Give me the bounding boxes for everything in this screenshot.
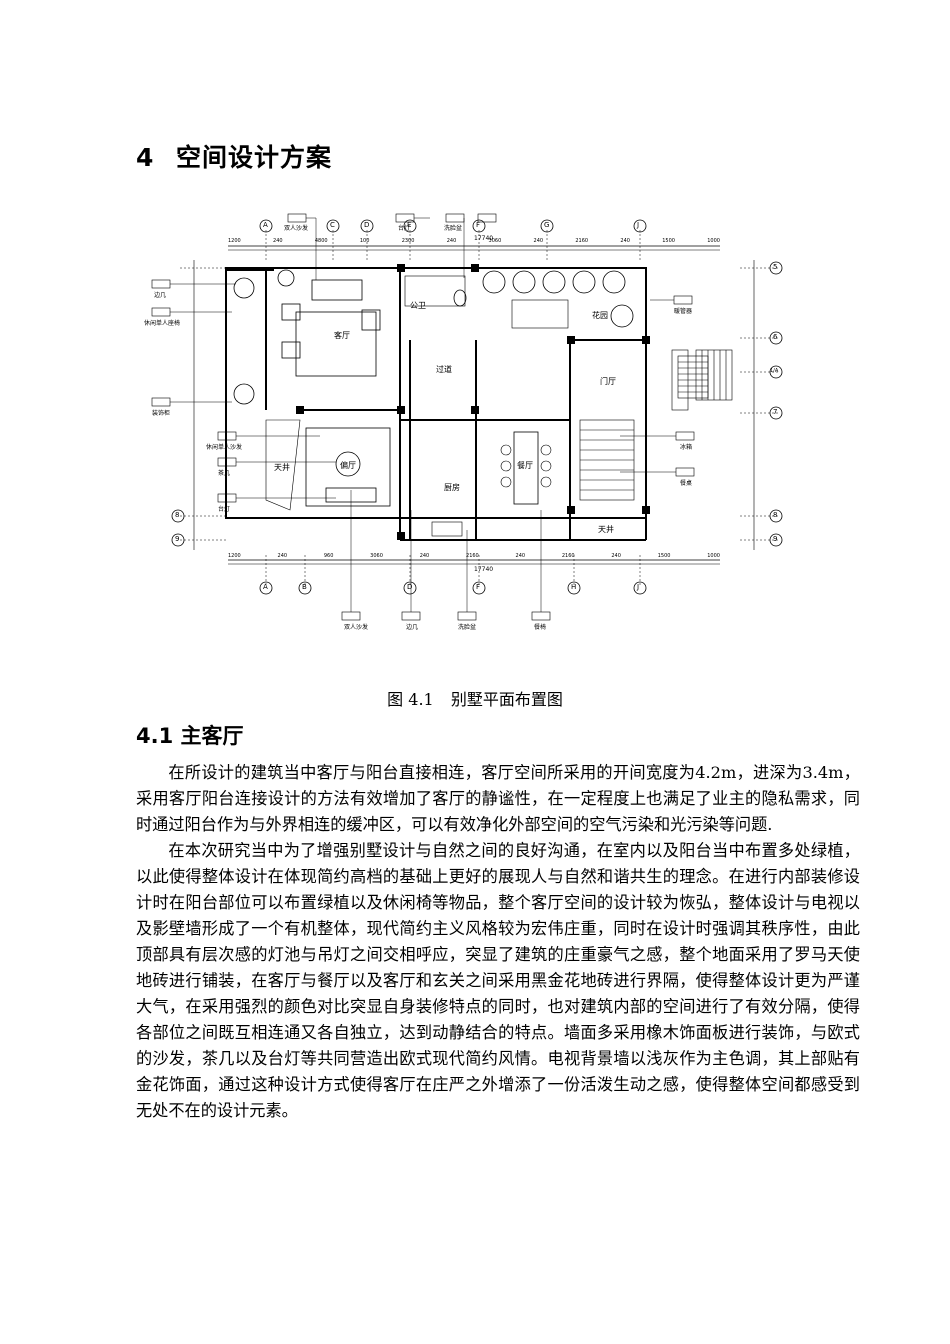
dim-bottom: 2160 [561,553,575,559]
dim-bottom: 960 [323,553,334,559]
callout-side-table-2: 边几 [406,624,419,631]
grid-marker-c-top: C [330,221,335,229]
callout-lounge-chair: 休闲单人座椅 [144,320,181,327]
callout-table-lamp: 台灯 [398,225,411,232]
section-heading: 4.1 主客厅 [136,720,244,750]
floor-plan-figure [140,210,820,640]
room-label-dining: 餐厅 [517,461,533,470]
dim-top: 4800 [314,238,328,244]
grid-marker-row-7: 7 [773,408,778,416]
grid-marker-e-top: E [407,221,412,229]
room-label-foyer: 门厅 [600,377,616,386]
dim-bottom: 1000 [707,553,720,559]
figure-caption: 图 4.1 别墅平面布置图 [0,686,950,710]
chapter-title: 空间设计方案 [176,143,333,172]
room-label-corridor: 过道 [436,365,452,374]
callout-double-sofa-2: 双人沙发 [344,624,369,631]
grid-marker-b-bottom: B [302,583,307,591]
dim-bottom: 3060 [370,553,383,559]
callout-lounge-sofa: 休闲单人沙发 [206,444,243,451]
grid-marker-row-9: 9 [773,535,778,543]
figure-caption-text: 别墅平面布置图 [450,690,563,709]
callout-basin: 洗脸盆 [444,225,463,232]
dim-bottom: 240 [419,553,430,559]
dim-bottom: 1200 [228,553,241,559]
grid-marker-row-6: 6 [773,333,778,341]
dim-top: 240 [620,238,630,244]
grid-marker-f-bottom: F [476,583,481,591]
body-paragraph: 在所设计的建筑当中客厅与阳台直接相连，客厅空间所采用的开间宽度为4.2m，进深为… [136,763,860,834]
callout-dining-table: 餐桌 [680,480,693,487]
dim-top: 240 [273,238,283,244]
top-dimension-row: 1200 240 4800 100 2300 240 3060 240 2160… [228,238,720,244]
dim-top: 3060 [488,238,502,244]
callout-double-sofa: 双人沙发 [284,225,309,232]
room-label-living: 客厅 [334,331,350,340]
dim-bottom: 1500 [657,553,671,559]
room-label-patio-left: 天井 [274,463,290,472]
dim-bottom: 2160 [466,553,479,559]
dim-bottom: 240 [515,553,526,559]
section-number: 4.1 [136,724,174,748]
room-label-garden: 花园 [592,311,608,320]
grid-marker-h-bottom: H [571,583,577,591]
section-body: 在所设计的建筑当中客厅与阳台直接相连，客厅空间所采用的开间宽度为4.2m，进深为… [136,760,860,1124]
figure-caption-number: 图 4.1 [387,690,434,709]
chapter-number: 4 [136,143,155,172]
dim-top: 240 [533,238,544,244]
floor-plan-labels: 客厅 公卫 过道 花园 门厅 偏厅 天井 天井 厨房 餐厅 双人沙发 台灯 洗脸… [140,210,820,640]
dim-top: 100 [359,238,370,244]
grid-marker-row-9-left: 9 [175,535,180,543]
grid-marker-g-top: G [544,221,550,229]
total-width-dim: 17740 [474,235,494,242]
dim-top: 1000 [707,238,720,244]
callout-heater: 暖管器 [674,308,693,315]
callout-tea-table: 茶几 [218,470,231,477]
grid-marker-j-bottom: J [637,583,640,591]
callout-chair: 餐椅 [534,624,547,631]
grid-marker-row-5: 5 [773,263,778,271]
callout-decor-cabinet: 装饰柜 [152,410,171,417]
room-label-side-hall: 偏厅 [340,461,356,470]
dim-top: 2160 [575,238,589,244]
callout-basin-2: 洗脸盆 [458,624,477,631]
total-width-dim-bottom: 17740 [474,566,494,573]
grid-marker-row-1a: 1/A [770,368,779,374]
room-label-toilet: 公卫 [410,301,426,310]
callout-side-table: 边几 [154,292,167,299]
callout-ice-box: 冰箱 [680,444,693,451]
dim-bottom: 240 [611,553,621,559]
grid-marker-row-8: 8 [773,511,778,519]
dim-top: 240 [446,238,457,244]
grid-marker-a-top: A [263,221,268,229]
floor-plan-drawing [151,213,783,621]
grid-marker-d-top: D [364,221,370,229]
grid-marker-row-8-left: 8 [175,511,180,519]
bottom-dimension-row: 1200 240 960 3060 240 2160 240 2160 240 … [228,553,720,559]
grid-marker-d-bottom: D [407,583,413,591]
grid-marker-a-bottom: A [263,583,268,591]
callout-table-lamp-2: 台灯 [218,506,231,513]
room-label-kitchen: 厨房 [444,483,460,492]
room-label-patio-right: 天井 [598,525,614,534]
section-title: 主客厅 [180,724,244,748]
dim-top: 2300 [401,238,415,244]
dim-bottom: 240 [277,553,288,559]
grid-marker-f-top: F [476,221,481,229]
chapter-heading: 4 空间设计方案 [136,138,332,174]
dim-top: 1500 [662,238,675,244]
dim-top: 1200 [228,238,241,244]
body-paragraph: 在本次研究当中为了增强别墅设计与自然之间的良好沟通，在室内以及阳台当中布置多处绿… [136,841,860,1120]
grid-marker-j-top: J [637,221,640,229]
